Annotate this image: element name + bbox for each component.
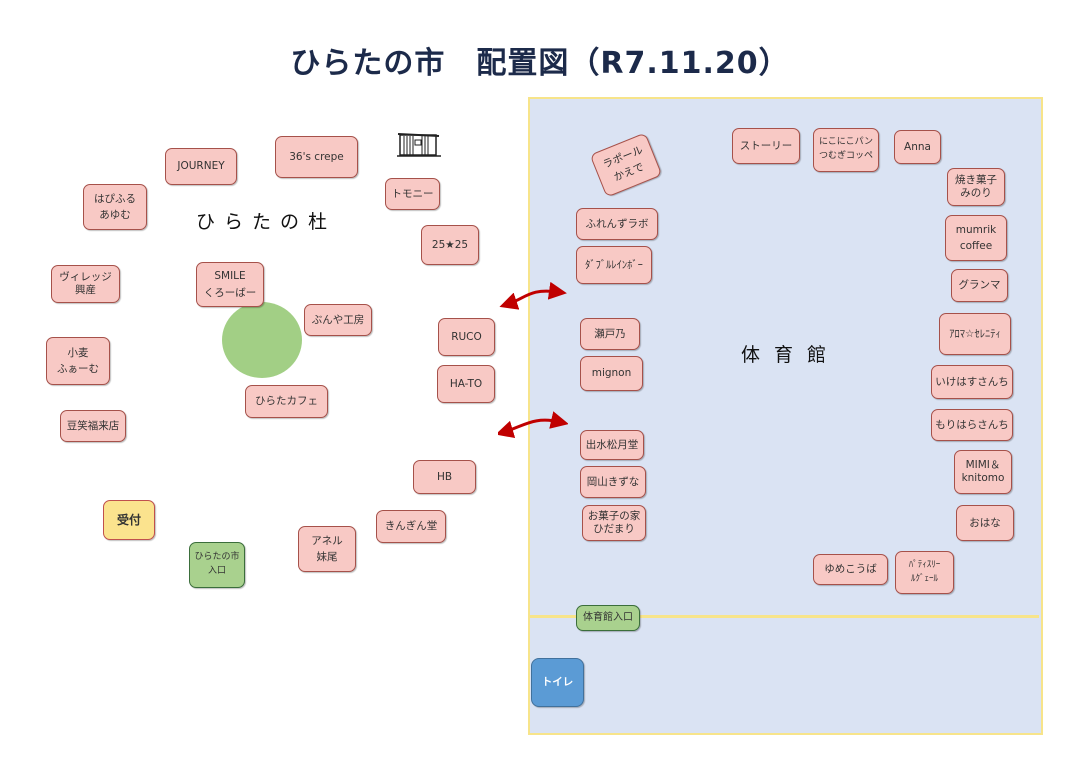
booth[interactable]: グランマ — [951, 269, 1008, 302]
booth[interactable]: はぴふる あゆむ — [83, 184, 147, 230]
area-label-gym: 体育館 — [741, 344, 841, 366]
booth[interactable]: おはな — [956, 505, 1014, 541]
booth[interactable]: にこにこパン つむぎコッペ — [813, 128, 879, 172]
gym-divider — [530, 615, 1039, 618]
toilet[interactable]: トイレ — [531, 658, 584, 707]
booth[interactable]: もりはらさんち — [931, 409, 1013, 441]
booth[interactable]: お菓子の家 ひだまり — [582, 505, 646, 541]
booth[interactable]: 36's crepe — [275, 136, 358, 178]
booth[interactable]: 焼き菓子 みのり — [947, 168, 1005, 206]
booth[interactable]: 25★25 — [421, 225, 479, 265]
booth[interactable]: いけはすさんち — [931, 365, 1013, 399]
booth[interactable]: 岡山きずな — [580, 466, 646, 498]
booth[interactable]: SMILE くろーばー — [196, 262, 264, 307]
reception-booth[interactable]: 受付 — [103, 500, 155, 540]
booth[interactable]: ふれんずラボ — [576, 208, 658, 240]
booth[interactable]: ストーリー — [732, 128, 800, 164]
booth[interactable]: JOURNEY — [165, 148, 237, 185]
booth[interactable]: 出水松月堂 — [580, 430, 644, 460]
booth[interactable]: ひらたカフェ — [245, 385, 328, 418]
area-label-mori: ひらたの杜 — [196, 211, 337, 233]
booth[interactable]: HA-TO — [437, 365, 495, 403]
booth[interactable]: 瀬戸乃 — [580, 318, 640, 350]
booth[interactable]: アネル 妹尾 — [298, 526, 356, 572]
arrows — [498, 281, 568, 439]
arrow-double-icon — [499, 281, 567, 310]
arrow-double-icon — [498, 411, 568, 439]
page-title: ひらたの市 配置図（R7.11.20） — [290, 46, 790, 81]
booth[interactable]: 豆笑福来店 — [60, 410, 126, 442]
booth[interactable]: 小麦 ふぁーむ — [46, 337, 110, 385]
booth[interactable]: mumrik coffee — [945, 215, 1007, 261]
booth[interactable]: ｱﾛﾏ☆ｾﾚﾆﾃｨ — [939, 313, 1011, 355]
booth[interactable]: HB — [413, 460, 476, 494]
booth[interactable]: Anna — [894, 130, 941, 164]
booth[interactable]: きんぎん堂 — [376, 510, 446, 543]
booth[interactable]: ゆめこうば — [813, 554, 888, 585]
booth[interactable]: ﾀﾞﾌﾞﾙﾚｲﾝﾎﾞｰ — [576, 246, 652, 284]
booth[interactable]: mignon — [580, 356, 643, 391]
building-icon — [397, 133, 441, 157]
booth[interactable]: MIMI＆ knitomo — [954, 450, 1012, 494]
booth[interactable]: ヴィレッジ 興産 — [51, 265, 120, 303]
booth[interactable]: ぶんや工房 — [304, 304, 372, 336]
booth[interactable]: ﾊﾟﾃｨｽﾘｰ ﾙｸﾞｪｰﾙ — [895, 551, 954, 594]
market-entrance[interactable]: ひらたの市 入口 — [189, 542, 245, 588]
gym-entrance[interactable]: 体育館入口 — [576, 605, 640, 631]
booth[interactable]: トモニー — [385, 178, 440, 210]
booth[interactable]: RUCO — [438, 318, 495, 356]
tree-circle — [222, 302, 302, 378]
